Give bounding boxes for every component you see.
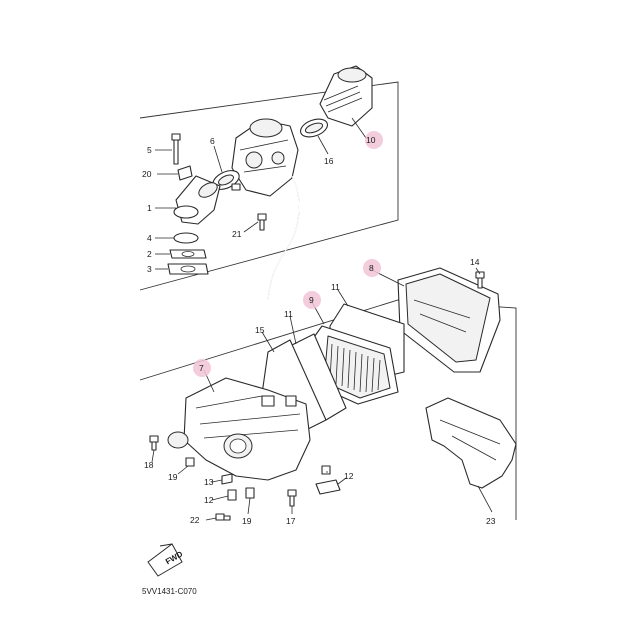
hose-clamp-part (300, 118, 328, 138)
collar-left-part (185, 457, 195, 467)
air-cleaner-case-part (167, 377, 311, 481)
collar-lower-part (245, 487, 255, 499)
upper-group-frame (139, 81, 399, 291)
callout-14: 14 (470, 257, 480, 267)
bolt-17-part (287, 489, 297, 507)
drain-hose-part (267, 175, 300, 301)
cap-bolt-part (475, 271, 485, 289)
callout-12-left: 12 (204, 495, 214, 505)
callout-10: 10 (366, 135, 376, 145)
leader-lines (151, 117, 493, 521)
highlight-dot-7 (193, 359, 211, 377)
callout-12-right: 12 (344, 471, 354, 481)
callout-3: 3 (147, 264, 152, 274)
forward-direction-mark: FWD (147, 543, 184, 577)
callout-19-left: 19 (168, 472, 178, 482)
callout-21: 21 (232, 229, 242, 239)
case-bolt-part (149, 435, 159, 451)
callout-23: 23 (486, 516, 496, 526)
cover-bracket-part (425, 397, 517, 489)
clip-part (177, 165, 193, 181)
callout-9: 9 (309, 295, 314, 305)
intake-joint-part (173, 175, 221, 225)
callout-11-lower: 11 (284, 309, 293, 319)
callout-17: 17 (286, 516, 296, 526)
callout-18: 18 (144, 460, 154, 470)
clip-13-part (221, 473, 233, 485)
highlight-dot-8 (363, 259, 381, 277)
callout-1: 1 (147, 203, 152, 213)
insulator-part (167, 263, 209, 275)
highlight-dot-10 (365, 131, 383, 149)
screw-part (257, 213, 267, 231)
intake-boot-part (319, 65, 373, 127)
callout-19-lower: 19 (242, 516, 252, 526)
callout-2: 2 (147, 249, 152, 259)
callout-5: 5 (147, 145, 152, 155)
highlight-dot-9 (303, 291, 321, 309)
callout-11-upper: 11 (331, 282, 340, 292)
drain-plug-part (315, 479, 341, 495)
plug-left-part (227, 489, 237, 501)
callout-15: 15 (255, 325, 265, 335)
bolt-22-part (215, 513, 231, 521)
callout-16: 16 (324, 156, 334, 166)
callout-22: 22 (190, 515, 200, 525)
bolt-part (171, 133, 181, 165)
callout-6: 6 (210, 136, 215, 146)
callout-20: 20 (142, 169, 152, 179)
drain-clip-part (321, 465, 331, 475)
callout-13: 13 (204, 477, 214, 487)
carburetor-part (231, 118, 299, 197)
callout-4: 4 (147, 233, 152, 243)
callout-8: 8 (369, 263, 374, 273)
gasket-part (169, 249, 207, 259)
case-cap-part (397, 267, 501, 373)
clamp-part (212, 170, 241, 191)
drawing-code: 5VV1431-C070 (142, 587, 197, 596)
callout-7: 7 (199, 363, 204, 373)
